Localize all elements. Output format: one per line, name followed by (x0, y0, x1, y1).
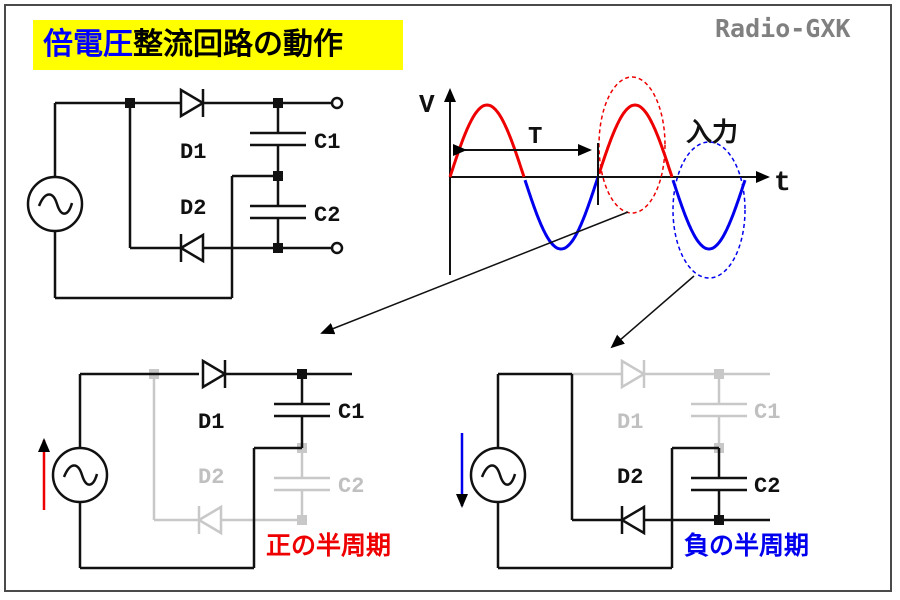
neg-label-d1: D1 (617, 410, 643, 435)
title-text: 整流回路の動作 (133, 27, 343, 62)
diode-d1 (175, 87, 278, 119)
diode-d2 (175, 232, 278, 264)
t-axis-label: t (774, 168, 791, 199)
label-c1: C1 (314, 130, 340, 155)
pos-label-c2: C2 (338, 474, 364, 499)
input-label: 入力 (686, 118, 738, 148)
neg-label-d2: D2 (617, 465, 643, 490)
title-highlight (33, 20, 403, 70)
full-circuit (26, 87, 344, 300)
pointer-arrow-positive (320, 211, 629, 335)
title-highlight-text: 倍電圧 (43, 27, 133, 62)
active-path-neg (469, 372, 770, 570)
brand-label: Radio-GXK (715, 14, 851, 43)
positive-half-label: 正の半周期 (266, 531, 391, 560)
label-d2: D2 (180, 196, 206, 221)
active-path (51, 358, 352, 570)
inactive-path-neg (572, 358, 770, 448)
negative-half-wave (523, 176, 747, 251)
outer-frame (4, 4, 892, 592)
page-title: 倍電圧整流回路の動作 (43, 26, 343, 64)
capacitor-c1 (250, 103, 306, 176)
pos-label-d2: D2 (198, 465, 224, 490)
capacitor-c2 (250, 176, 306, 248)
pos-label-c1: C1 (338, 400, 364, 425)
neg-label-c1: C1 (754, 400, 780, 425)
positive-half-circuit (38, 358, 352, 570)
label-c2: C2 (314, 203, 340, 228)
label-d1: D1 (180, 140, 206, 165)
negative-highlight-ellipse (672, 141, 746, 279)
v-axis-label: V (419, 90, 435, 120)
neg-label-c2: C2 (754, 474, 780, 499)
output-terminal-bottom (330, 241, 344, 255)
waveform-plot (444, 76, 770, 279)
positive-half-wave (448, 103, 674, 178)
pointer-arrow-negative (610, 275, 695, 349)
period-label: T (528, 124, 542, 151)
pos-label-d1: D1 (198, 410, 224, 435)
output-terminal-top (330, 96, 344, 110)
negative-half-circuit (456, 358, 770, 570)
negative-half-label: 負の半周期 (684, 531, 809, 560)
ac-source (26, 103, 84, 298)
inactive-path (152, 374, 330, 536)
junction-dots (125, 98, 283, 253)
